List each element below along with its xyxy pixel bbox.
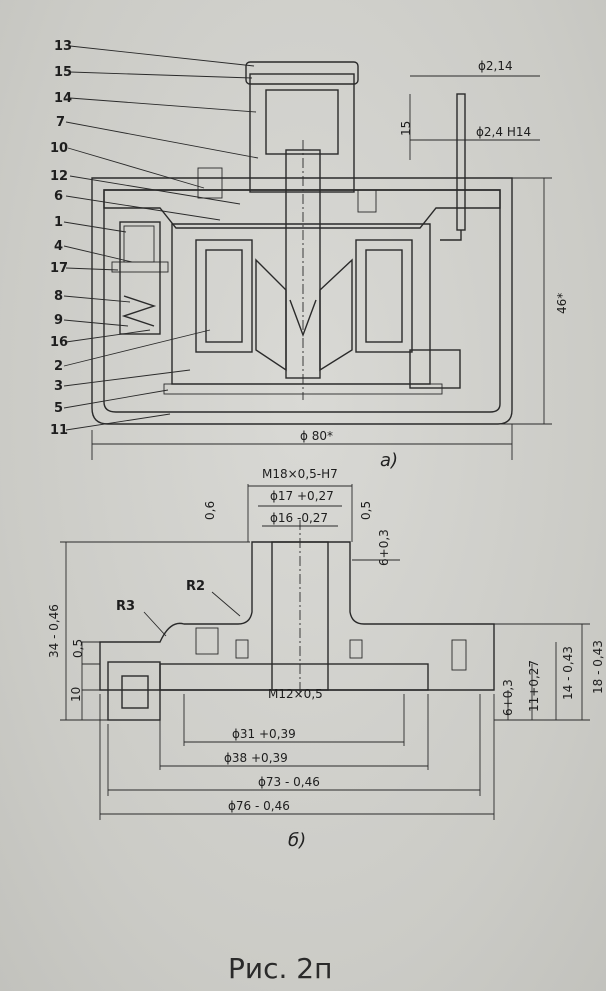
radius-r2: R2: [186, 579, 205, 594]
coil-left: [195, 239, 253, 353]
dim-0-6: 0,6: [203, 501, 217, 520]
radius-r3: R3: [116, 599, 135, 614]
dim-d16: ϕ16 -0,27: [270, 511, 328, 525]
cover-plate: [103, 189, 501, 229]
neck: [249, 73, 355, 193]
dim-15: 15: [399, 121, 413, 136]
magnet-core: [171, 223, 431, 385]
dim-14: 14 - 0,43: [561, 646, 575, 700]
terminal-pin: [456, 93, 466, 231]
view-a-dimension-lines: [91, 75, 552, 460]
dim-18: 18 - 0,43: [591, 640, 605, 694]
cap-nut: [245, 61, 359, 85]
callout-15: 15: [54, 65, 72, 80]
callout-3: 3: [54, 379, 63, 394]
callout-12: 12: [50, 169, 68, 184]
callout-1: 1: [54, 215, 63, 230]
coil-right: [355, 239, 413, 353]
callout-numbers: 13 15 14 7 10 12 6 1 4 17 8 9 16 2 3 5 1…: [50, 39, 72, 438]
dim-46: 46*: [555, 293, 569, 314]
dim-11: 11+0,27: [527, 660, 541, 712]
flange: [99, 541, 495, 691]
callout-leaders: [63, 45, 259, 431]
dim-d80: ϕ 80*: [300, 429, 333, 443]
dim-m18: M18×0,5-H7: [262, 467, 338, 481]
dim-d76: ϕ76 - 0,46: [228, 799, 290, 813]
callout-5: 5: [54, 401, 63, 416]
callout-2: 2: [54, 359, 63, 374]
dim-m12: M12×0,5: [268, 687, 323, 701]
callout-17: 17: [50, 261, 68, 276]
callout-14: 14: [54, 91, 72, 106]
dim-d17: ϕ17 +0,27: [270, 489, 334, 503]
figure-caption: Рис. 2п: [228, 952, 332, 985]
callout-8: 8: [54, 289, 63, 304]
view-a-assembly: 13 15 14 7 10 12 6 1 4 17 8 9 16 2 3 5 1…: [50, 39, 569, 471]
dim-0-5-side: 0,5: [71, 639, 85, 658]
dim-34: 34 - 0,46: [47, 604, 61, 658]
spring-pack: [119, 221, 161, 335]
callout-11: 11: [50, 423, 68, 438]
dim-d31: ϕ31 +0,39: [232, 727, 296, 741]
callout-4: 4: [54, 239, 63, 254]
outer-cup: [91, 177, 513, 425]
view-b-label: б): [288, 830, 306, 851]
callout-16: 16: [50, 335, 68, 350]
dim-d38: ϕ38 +0,39: [224, 751, 288, 765]
dim-d2-4: ϕ2,4 H14: [476, 125, 531, 139]
view-b-dimension-lines: [60, 484, 590, 820]
view-b-housing: M18×0,5-H7 ϕ17 +0,27 ϕ16 -0,27 0,6 0,5 6…: [47, 467, 605, 851]
dim-d73: ϕ73 - 0,46: [258, 775, 320, 789]
callout-9: 9: [54, 313, 63, 328]
dim-6-right: 6+0,3: [501, 679, 515, 716]
dim-10: 10: [69, 687, 83, 702]
dim-d2-14: ϕ2,14: [478, 59, 513, 73]
view-a-label: a): [380, 450, 398, 471]
callout-10: 10: [50, 141, 68, 156]
callout-7: 7: [56, 115, 65, 130]
callout-13: 13: [54, 39, 72, 54]
dim-6-top: 6+0,3: [377, 529, 391, 566]
dim-0-5-top: 0,5: [359, 501, 373, 520]
callout-6: 6: [54, 189, 63, 204]
